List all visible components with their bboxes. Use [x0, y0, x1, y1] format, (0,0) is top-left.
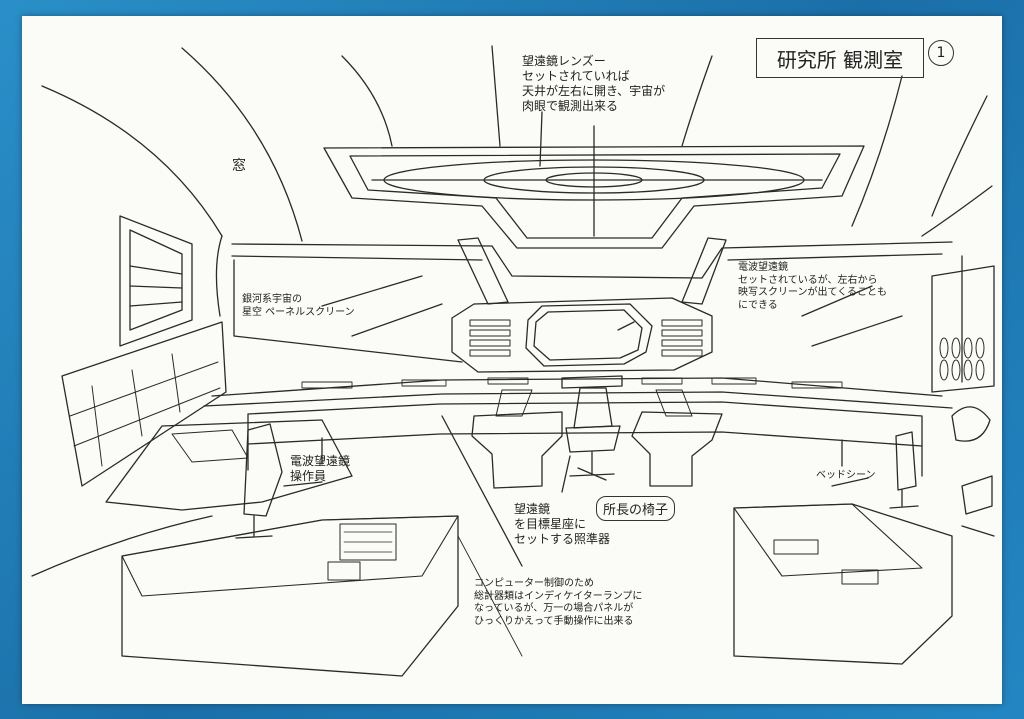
right-desk-arrow — [831, 477, 869, 487]
left-operator-chair — [243, 423, 283, 517]
note-galaxy-screen: 銀河系宇宙の 星空 ペーネルスクリーン — [242, 294, 355, 318]
right-desk-panel — [773, 539, 819, 555]
note-computer-control: コンピューター制御のため 総計器類はインディケイターランプに なっているが、万一… — [474, 578, 643, 627]
dome-arc-5 — [681, 55, 713, 147]
screen-support-left — [457, 237, 509, 305]
note-right-desk: ベッドシーン — [816, 470, 876, 481]
right-console-wheel — [951, 406, 991, 442]
front-left-desk-top — [121, 515, 459, 597]
left-wall-window-inner — [129, 229, 183, 331]
center-console-r-panel — [655, 389, 693, 417]
front-left-desk — [121, 515, 459, 677]
floor-line-1 — [441, 415, 523, 567]
dome-arc-7 — [921, 185, 993, 237]
right-wall-unit — [931, 265, 995, 393]
keypad-keys — [343, 531, 393, 553]
center-console — [471, 411, 563, 489]
right-corner-box — [961, 475, 993, 515]
left-console-grid — [69, 353, 221, 467]
screen-left-vents — [469, 319, 511, 357]
console-right-leg — [841, 439, 923, 477]
dome-arc-3 — [341, 55, 393, 147]
console-front — [203, 391, 953, 409]
back-wall-band — [231, 255, 483, 261]
screen-support-right — [681, 237, 727, 305]
window-streaks — [321, 275, 903, 347]
note-ceiling-telescope: 望遠鏡レンズー セットされていれば 天井が左右に開き、宇宙が 肉眼で観測出来る — [522, 54, 666, 113]
right-desk-display — [841, 569, 879, 585]
window-frame — [233, 255, 963, 383]
right-desk-top — [733, 503, 923, 577]
ceiling-panel — [323, 145, 865, 249]
screen-main — [525, 303, 653, 367]
chief-chair-back — [573, 387, 613, 429]
sheet-title: 研究所 観測室 — [756, 38, 924, 78]
left-desk — [105, 419, 353, 511]
front-left-display — [327, 561, 361, 581]
dome-arc-4 — [491, 45, 501, 147]
note-telescope-sight: 望遠鏡 を目標星座に セットする照準器 — [514, 502, 611, 546]
screen-main-inner — [533, 309, 643, 361]
note-window: 窓 — [232, 158, 246, 174]
floor-line-2 — [457, 535, 523, 657]
right-wall-ovals — [939, 337, 985, 381]
observation-room-sketch — [31, 45, 995, 677]
note-arrow-top — [539, 111, 543, 167]
dome-arc-8 — [931, 95, 988, 217]
center-console-right — [631, 411, 723, 487]
left-wall-window — [119, 215, 193, 347]
chief-chair-seat — [565, 425, 621, 453]
left-console-wall — [61, 321, 227, 487]
note-chief-seat: 所長の椅子 — [596, 496, 676, 521]
operator-arrow — [283, 481, 323, 487]
dome-arc-2 — [181, 47, 303, 242]
screen-note-arrow — [617, 321, 635, 331]
chief-chair-base — [569, 451, 615, 481]
screen-housing — [451, 297, 713, 373]
front-left-keypad — [339, 523, 397, 561]
sketch-sheet: 研究所 観測室 1 望遠鏡レンズー セットされていれば 天井が左右に開き、宇宙が… — [22, 16, 1002, 704]
ceiling-panel-inner — [349, 153, 841, 239]
dome-arc-6 — [851, 75, 903, 227]
back-wall-top — [231, 241, 953, 279]
left-floor-line — [31, 515, 213, 577]
left-desk-top — [171, 429, 249, 463]
center-note-arrow — [561, 455, 571, 493]
dome-arc-1 — [41, 85, 223, 237]
right-chair — [889, 431, 919, 509]
center-console-panel — [495, 389, 533, 417]
note-left-operator: 電波望遠鏡 操作員 — [290, 454, 351, 483]
screen-right-vents — [661, 319, 703, 357]
right-floor-line — [961, 525, 995, 537]
left-wall-curve — [215, 235, 223, 317]
note-radio-telescope: 電波望遠鏡 セットされているが、左右から 映写スクリーンが出てくることも にでき… — [738, 262, 887, 311]
left-wall-lines — [129, 265, 183, 307]
telescope-sight — [561, 375, 623, 389]
back-wall-band-r — [727, 253, 943, 261]
console-buttons — [301, 377, 843, 389]
page-number: 1 — [928, 40, 954, 66]
console-face — [247, 401, 923, 447]
